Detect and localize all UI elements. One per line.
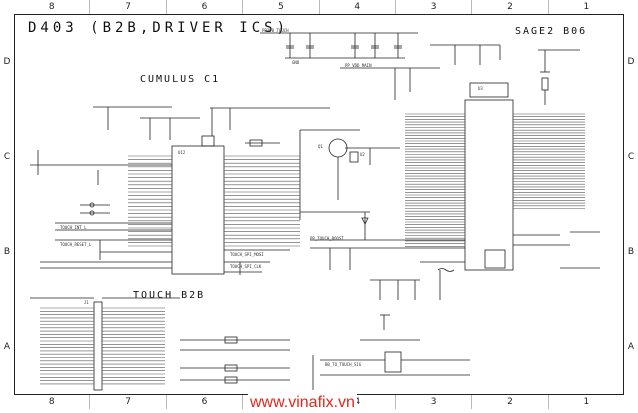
net-label-bb-signal: BB_TO_TOUCH_SIG	[325, 362, 362, 367]
bus-rows	[40, 113, 585, 385]
watermark-text: www.vinafix.vn	[248, 393, 357, 413]
net-label-touch-int: TOUCH_INT_L	[60, 225, 87, 230]
zone-col-6: 6	[167, 0, 244, 14]
zone-columns-bottom: 8 7 6 5 4 3 2 1	[14, 395, 624, 409]
zone-col-7: 7	[90, 0, 167, 14]
zone-row-b: B	[3, 247, 11, 258]
zone-row-c: C	[3, 151, 11, 162]
zone-col-5: 5	[243, 0, 320, 14]
ref-designator-cumulus: U12	[178, 150, 186, 155]
zone-columns-top: 8 7 6 5 4 3 2 1	[14, 0, 624, 14]
zone-row-d: D	[627, 56, 635, 67]
net-label-touch-boost: PP_TOUCH_BOOST	[310, 236, 344, 241]
zone-rows-right: D C B A	[624, 14, 638, 395]
ic-bottom-body	[384, 351, 402, 373]
zone-col-2: 2	[472, 0, 549, 14]
net-label-spi-clk: TOUCH_SPI_CLK	[230, 264, 262, 269]
ic-small-body	[349, 151, 359, 163]
ic-cumulus-top-pins	[201, 135, 215, 147]
ic-sage-header	[469, 82, 509, 98]
ic-sage-body	[464, 99, 514, 271]
resistor	[541, 77, 549, 91]
zone-col-8: 8	[14, 395, 91, 409]
ref-designator-small-ic: U2	[360, 152, 365, 157]
test-point	[89, 202, 95, 208]
zone-col-1: 1	[583, 2, 590, 12]
zone-col-2: 2	[472, 395, 549, 409]
zone-col-8: 8	[14, 0, 91, 14]
ic-sage-footer-pins	[484, 249, 506, 269]
net-label-gnd: GND	[292, 60, 300, 65]
ref-designator-sage: U3	[478, 86, 483, 91]
section-title-sage: SAGE2 B06	[515, 26, 588, 37]
net-label-spi-mosi: TOUCH_SPI_MOSI	[230, 252, 264, 257]
section-title-cumulus: CUMULUS C1	[140, 74, 221, 85]
zone-rows-left: D C B A	[0, 14, 14, 395]
connector-touch-body	[93, 301, 103, 391]
zone-col-1: 1	[583, 397, 590, 407]
zone-col-3: 3	[396, 0, 473, 14]
net-label-touch-power: PP3V0_TOUCH	[262, 28, 289, 33]
ic-cumulus-body	[171, 145, 225, 275]
ref-designator-touch-connector: J1	[84, 300, 89, 305]
zone-row-b: B	[627, 247, 635, 258]
zone-col-4: 4	[320, 395, 396, 409]
zone-row-c: C	[627, 151, 635, 162]
ref-designator-mosfet: Q1	[318, 144, 323, 149]
test-point	[89, 210, 95, 216]
resistor	[249, 139, 263, 147]
net-label-touch-reset: TOUCH_RESET_L	[60, 242, 92, 247]
section-title-touch: TOUCH B2B	[133, 290, 206, 301]
inductor	[437, 268, 455, 272]
zone-col-7: 7	[90, 395, 167, 409]
resistor	[224, 364, 238, 372]
zone-row-a: A	[627, 342, 635, 353]
resistor	[224, 376, 238, 384]
zone-row-d: D	[3, 56, 11, 67]
zone-col-6: 6	[167, 395, 244, 409]
resistor	[224, 336, 238, 344]
net-label-vdd: PP_VDD_MAIN	[345, 63, 372, 68]
mosfet-body	[328, 138, 348, 158]
zone-col-3: 3	[396, 395, 473, 409]
zone-row-a: A	[3, 342, 11, 353]
page-title: D403 (B2B,DRIVER ICS)	[28, 20, 290, 36]
zone-col-4: 4	[320, 0, 396, 14]
